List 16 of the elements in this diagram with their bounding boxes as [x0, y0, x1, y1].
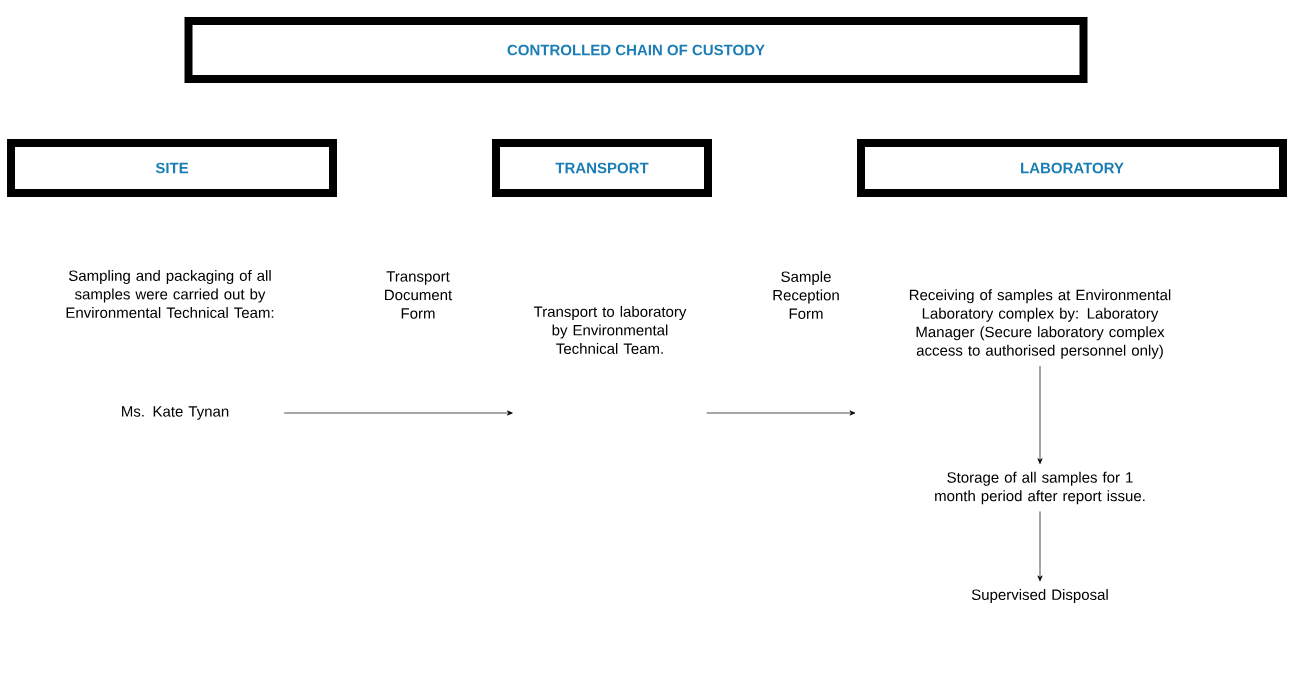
arrow [283, 410, 513, 416]
step-text: Sampling and packaging of all samples were carried out by Environmental Technical Team: [66, 270, 274, 318]
arrow [1037, 511, 1043, 582]
step-text: Receiving of samples at Environmental Laboratory complex by: Laboratory Manager (Secure laboratory complex access to authorised personnel only) [909, 289, 1171, 359]
column-header-box: LABORATORY [857, 139, 1287, 197]
arrow [1037, 365, 1043, 464]
step-text: Supervised Disposal [971, 589, 1108, 603]
title-box: CONTROLLED CHAIN OF CUSTODY [184, 17, 1088, 83]
step-text: Storage of all samples for 1 month period after report issue. [935, 471, 1145, 505]
column-header-box: SITE [7, 139, 337, 197]
step-text: Transport to laboratory by Environmental Technical Team. [533, 306, 687, 354]
form-label: Sample Reception Form [773, 271, 839, 319]
form-label: Transport Document Form [385, 271, 453, 319]
arrow [706, 410, 856, 416]
step-text: Ms. Kate Tynan [122, 406, 229, 420]
column-header-box: TRANSPORT [492, 139, 712, 197]
